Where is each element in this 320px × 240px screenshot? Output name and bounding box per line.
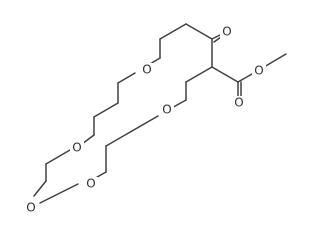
- ether-oxygen-bottom-left-label: O: [26, 201, 35, 215]
- bond-layer: [33, 23, 287, 204]
- ether-oxygen-middle-left-label: O: [72, 141, 81, 155]
- bond: [211, 66, 239, 83]
- bond: [185, 66, 213, 83]
- bond: [185, 23, 213, 40]
- bond: [117, 72, 136, 84]
- ether-oxygen-upper-right-label: O: [142, 63, 151, 77]
- bond: [93, 102, 119, 118]
- bond: [211, 34, 221, 40]
- bond: [237, 73, 253, 83]
- bond: [159, 23, 187, 40]
- bond: [39, 195, 55, 204]
- ether-oxygen-lower-middle-label: O: [86, 177, 95, 191]
- bond: [45, 149, 71, 165]
- molecule-svg: O O O O O O O O: [24, 23, 287, 215]
- ester-carbonyl-oxygen-label: O: [234, 96, 243, 110]
- atom-label-layer: O O O O O O O O: [24, 25, 266, 215]
- bond: [263, 53, 287, 68]
- ketone-oxygen-label: O: [222, 25, 231, 39]
- molecule-diagram: O O O O O O O O: [24, 23, 287, 215]
- ether-oxygen-middle-right-label: O: [162, 103, 171, 117]
- bond: [131, 115, 159, 132]
- bond: [33, 180, 47, 197]
- ester-oxygen-label: O: [254, 64, 263, 78]
- bond: [213, 36, 222, 43]
- bond: [105, 130, 133, 147]
- bond: [53, 183, 79, 197]
